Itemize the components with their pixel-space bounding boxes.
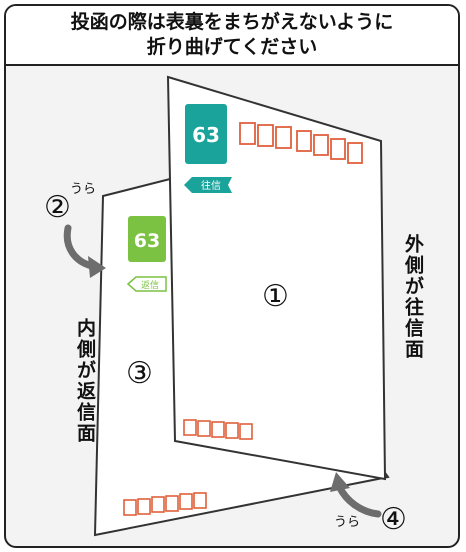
outer-bottom-code-boxes (183, 419, 253, 440)
instruction-line-2: 折り曲げてください (146, 36, 318, 58)
inner-tag: 返信 (126, 276, 167, 292)
inner-back-number: ② (44, 190, 71, 225)
outer-outgoing-card: 63 往信 (166, 75, 387, 481)
inner-stamp: 63 (128, 216, 166, 262)
outer-back-caption: うら (334, 515, 361, 530)
arrow-inner-back (63, 224, 106, 278)
outer-stamp-price: 63 (192, 123, 220, 147)
outer-top-code-boxes (239, 122, 363, 164)
outside-side-label: 外側が往信面 (402, 234, 424, 360)
inner-stamp-price: 63 (134, 230, 160, 252)
inner-back-caption: うら (70, 182, 97, 197)
arrow-outer-back (330, 472, 382, 518)
outer-tag-label: 往信 (201, 179, 221, 192)
outer-card-number: ① (262, 279, 289, 314)
instruction-header: 投函の際は表裏をまちがえないように 折り曲げてください (6, 6, 458, 66)
inner-bottom-code-boxes (123, 492, 207, 516)
outer-tag: 往信 (184, 177, 232, 193)
inner-card-number: ③ (126, 356, 153, 391)
inner-tag-label: 返信 (141, 279, 159, 291)
outer-stamp: 63 (185, 104, 227, 164)
outer-back-number: ④ (380, 502, 407, 537)
inside-side-label: 内側が返信面 (74, 318, 96, 444)
instruction-line-1: 投函の際は表裏をまちがえないように (70, 11, 394, 33)
